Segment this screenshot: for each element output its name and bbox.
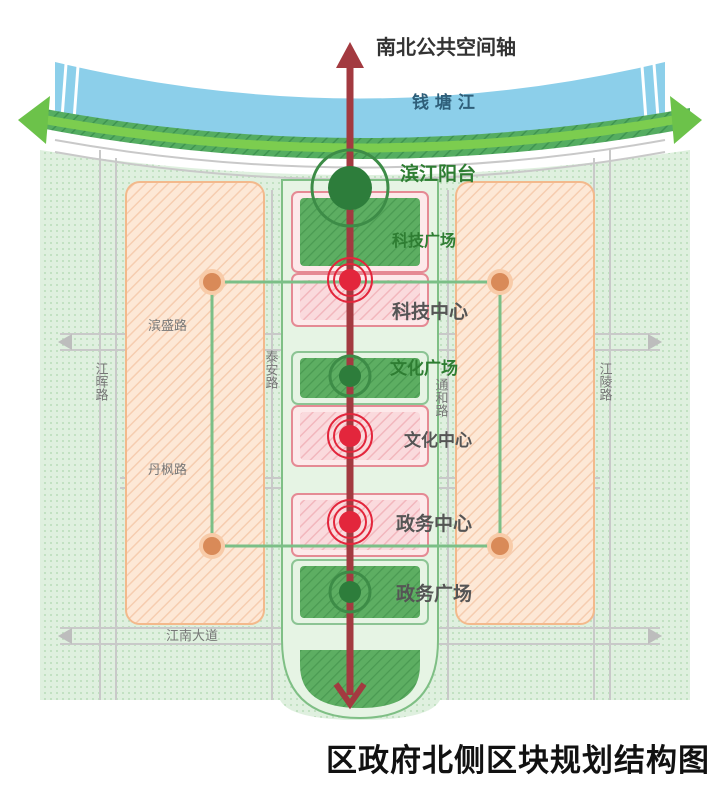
road-danfeng: 丹枫路	[148, 462, 187, 478]
green-axis-band	[35, 113, 685, 153]
road-binsheng: 滨盛路	[148, 318, 187, 334]
node-binjiang-platform	[310, 148, 390, 228]
label-culture-plaza: 文化广场	[390, 358, 458, 379]
river-edge-lines	[60, 63, 660, 121]
road-jiangling: 江陵路	[597, 362, 613, 401]
south-green-end	[300, 650, 420, 708]
diagram-title: 区政府北侧区块规划结构图	[326, 743, 710, 779]
green-arrow-right	[670, 96, 702, 144]
road-arrow-w2	[58, 628, 72, 644]
node-culture-center	[327, 413, 373, 459]
east-block	[455, 181, 595, 625]
node-culture-plaza	[328, 354, 372, 398]
river	[55, 62, 665, 147]
road-jiangnan: 江南大道	[166, 628, 218, 644]
road-taian: 泰安路	[263, 350, 279, 389]
road-arrow-e1	[648, 334, 662, 350]
label-culture-center: 文化中心	[404, 430, 472, 451]
label-gov-center: 政务中心	[396, 512, 472, 535]
axis-label: 南北公共空间轴	[376, 35, 516, 59]
road-jianghui: 江晖路	[93, 362, 109, 401]
road-arrow-e2	[648, 628, 662, 644]
label-gov-plaza: 政务广场	[396, 582, 472, 605]
ns-axis-arrow-south	[333, 682, 367, 710]
node-gov-plaza	[328, 570, 372, 614]
river-label: 钱 塘 江	[412, 92, 475, 113]
west-block	[125, 181, 265, 625]
orange-nodes	[199, 269, 513, 559]
green-arrow-left	[18, 96, 50, 144]
label-binjiang-platform: 滨江阳台	[400, 162, 476, 185]
ns-axis-arrow-north	[336, 42, 364, 68]
node-gov-center	[327, 499, 373, 545]
label-tech-plaza: 科技广场	[392, 231, 456, 250]
river-bank	[40, 108, 690, 159]
road-arrow-w1	[58, 334, 72, 350]
label-tech-center: 科技中心	[392, 300, 468, 323]
node-tech-center	[327, 257, 373, 303]
road-tonghe: 通和路	[433, 378, 449, 417]
